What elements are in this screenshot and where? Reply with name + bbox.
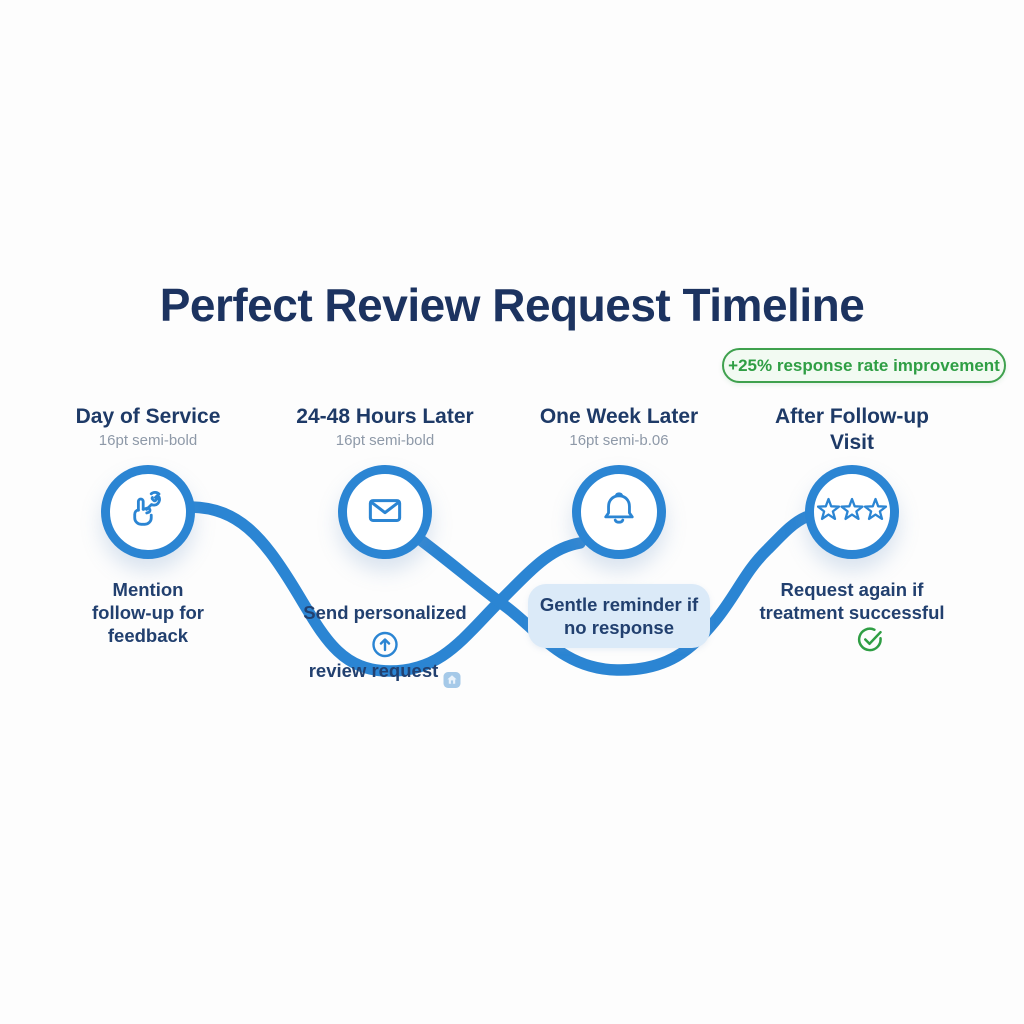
wave-segment-2 [416, 511, 812, 676]
check-circle-icon [856, 626, 884, 659]
stage-caption: Request again if treatment successful [759, 579, 945, 623]
stage-caption: Send personalized review request [275, 578, 495, 716]
stage-caption-pill: Gentle reminder if no response [528, 584, 710, 648]
stage-heading: One Week Later [539, 405, 699, 428]
stage-heading: 24-48 Hours Later [296, 405, 474, 428]
stage-caption-line2: review request [308, 659, 439, 681]
stage-day-of-service: Day of Service 16pt semi-bold Mention fo… [38, 404, 258, 646]
stage-one-week-later: One Week Later 16pt semi-b.06 Gentle rem… [509, 404, 729, 648]
stage-after-follow-up-visit: After Follow-up Visit Request again if t… [742, 404, 962, 652]
bell-icon [596, 487, 642, 538]
improvement-badge-label: +25% response rate improvement [728, 355, 1000, 375]
envelope-icon [362, 487, 408, 538]
page-title: Perfect Review Request Timeline [159, 279, 865, 331]
up-arrow-circle-icon [372, 631, 399, 663]
stage-subheading: 16pt semi-bold [335, 432, 435, 449]
stage-24-48-hours-later: 24-48 Hours Later 16pt semi-bold Send pe… [275, 404, 495, 688]
stage-subheading: 16pt semi-bold [98, 432, 198, 449]
stage-icon-circle [338, 465, 432, 559]
stage-icon-circle [101, 465, 195, 559]
stage-icon-circle [805, 465, 899, 559]
stage-caption-line1: Send personalized [303, 602, 467, 623]
hand-wrench-icon [125, 487, 171, 538]
stage-heading: Day of Service [75, 405, 221, 428]
house-icon [443, 647, 461, 693]
three-stars-icon [816, 496, 888, 529]
stage-caption: Mention follow-up for feedback [92, 579, 204, 646]
improvement-badge: +25% response rate improvement [722, 348, 1006, 383]
stage-icon-circle [572, 465, 666, 559]
stage-heading: After Follow-up Visit [775, 405, 929, 454]
wave-segment-1 [185, 501, 586, 677]
stage-subheading: 16pt semi-b.06 [569, 432, 669, 449]
